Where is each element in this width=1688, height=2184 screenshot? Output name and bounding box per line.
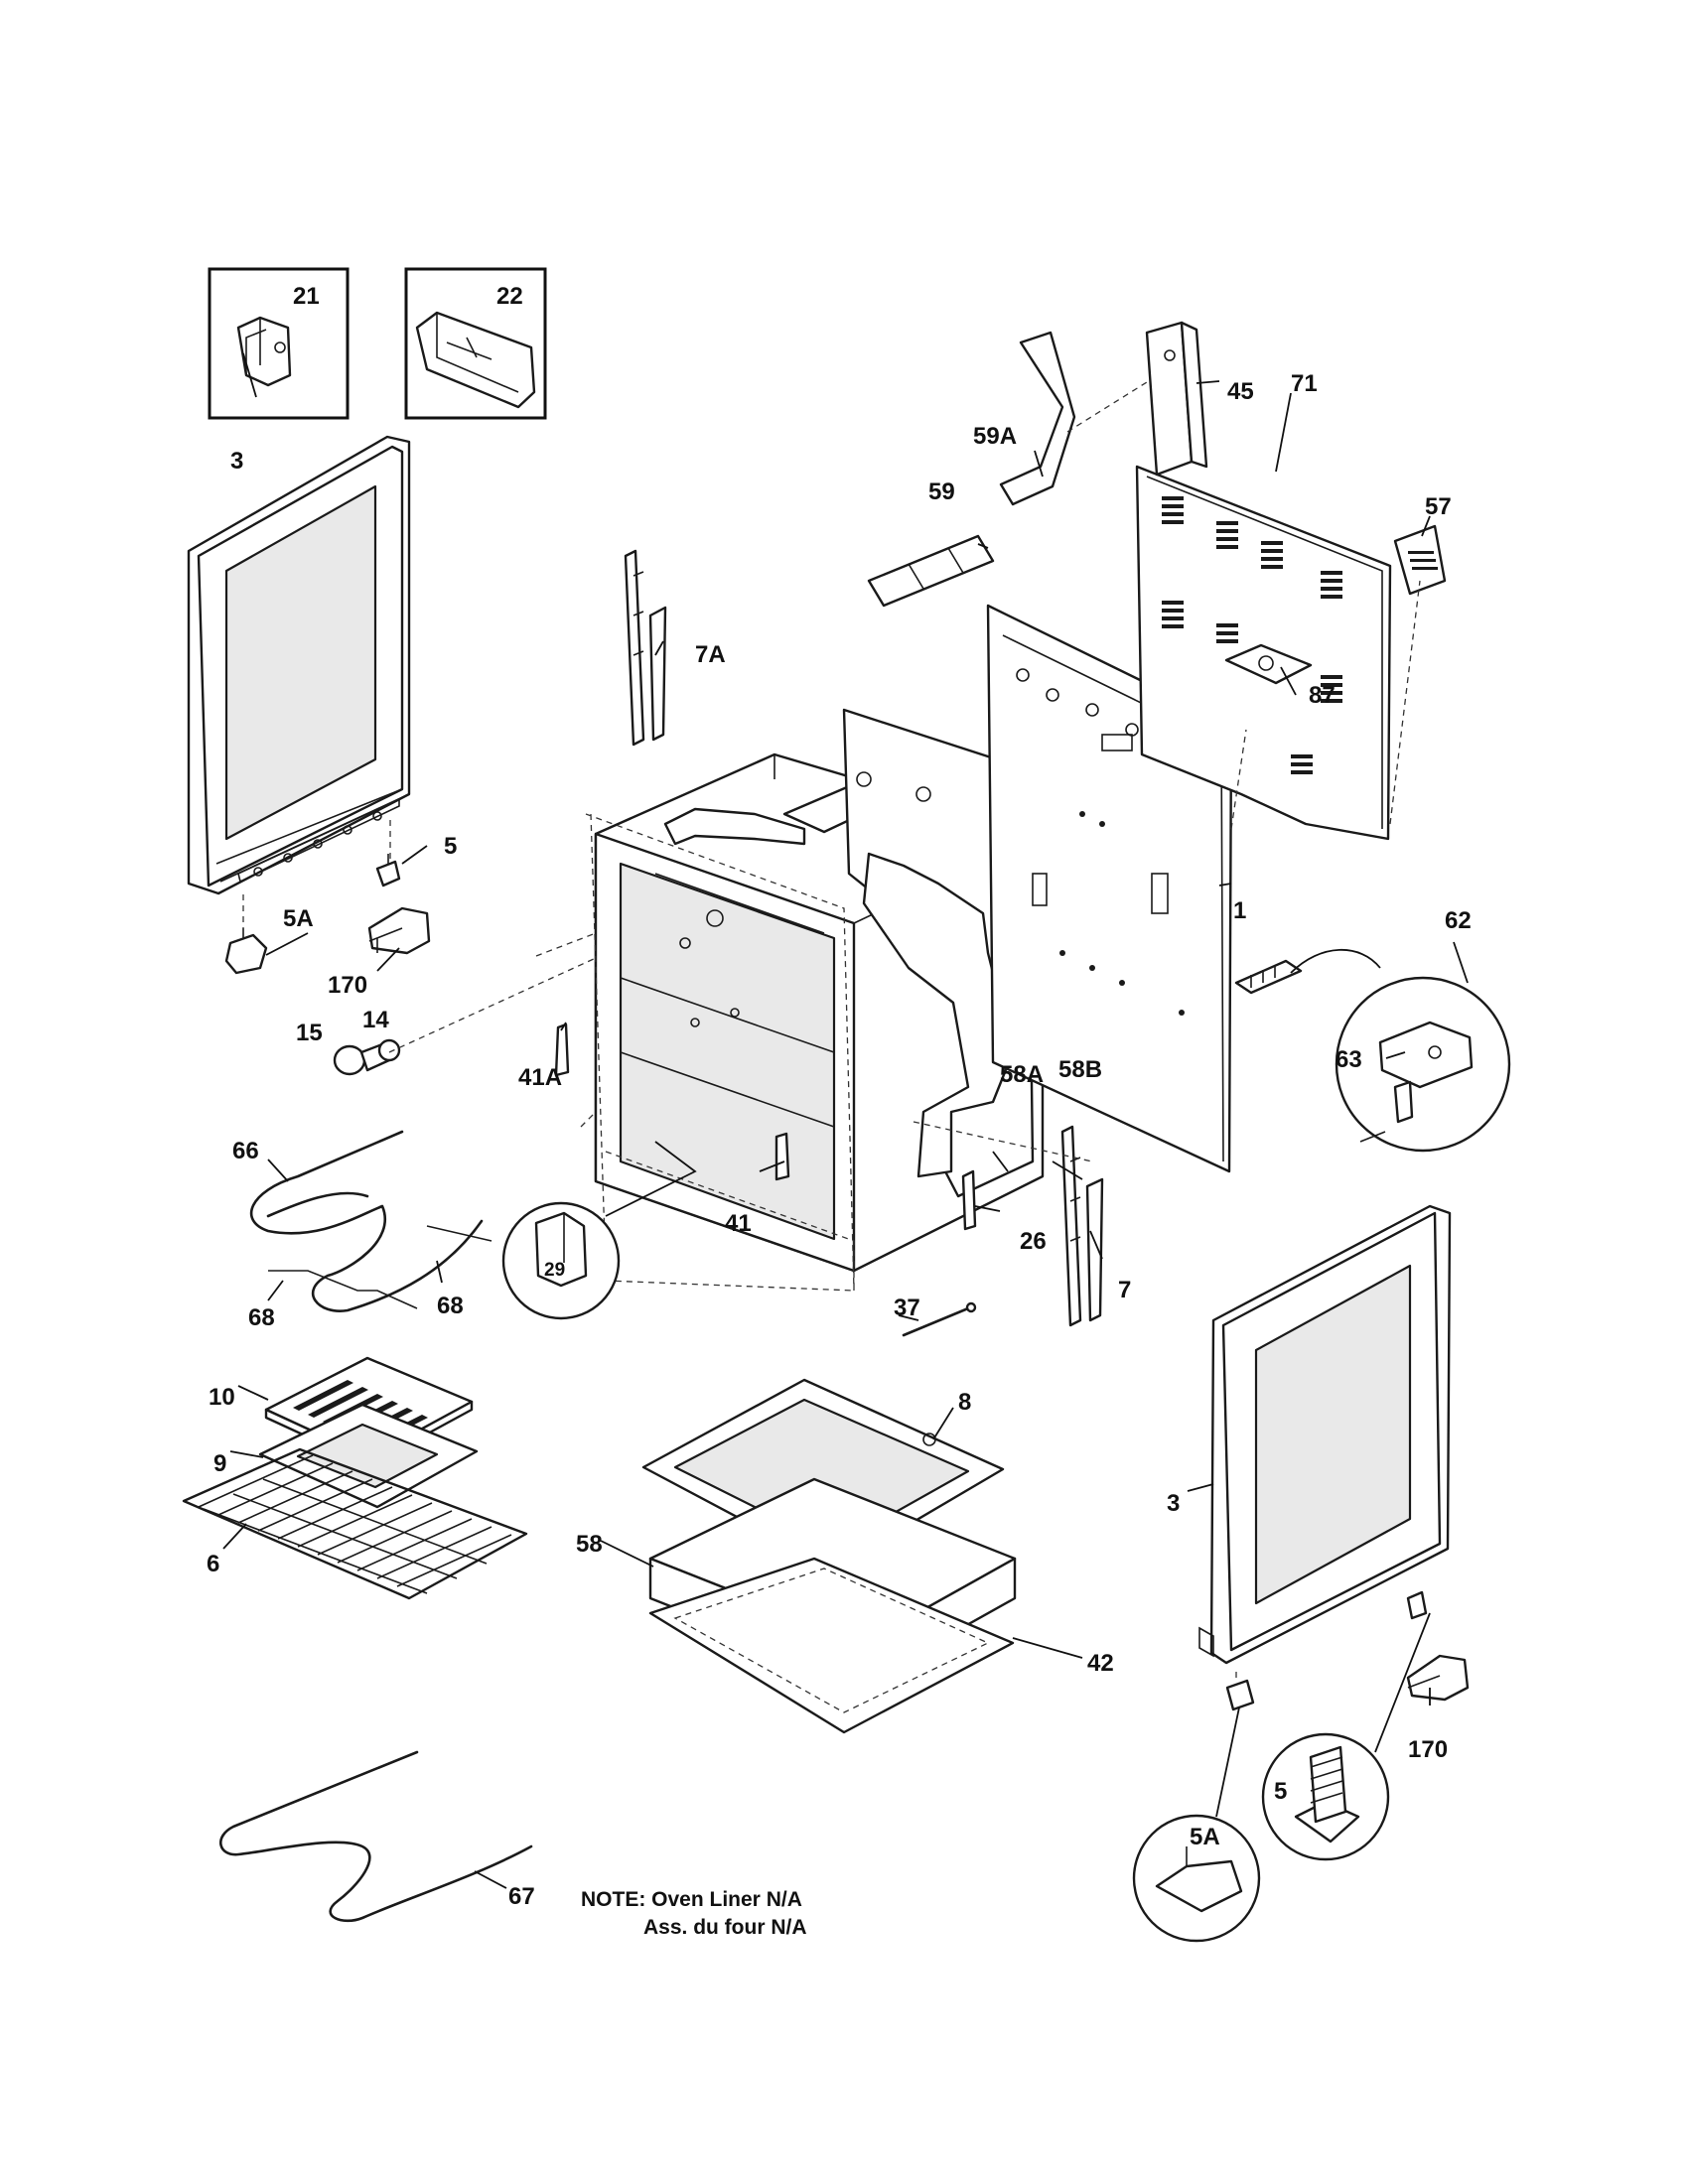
callout-37: 37	[894, 1295, 920, 1321]
callout-3-left: 3	[230, 448, 243, 475]
inset-box-22	[404, 267, 547, 420]
callout-14: 14	[362, 1007, 389, 1033]
lamp-15-14	[333, 1038, 401, 1076]
note-block: NOTE: Oven Liner N/A Ass. du four N/A	[581, 1888, 807, 1939]
callout-57: 57	[1425, 493, 1452, 520]
terminal-block-62	[1234, 948, 1511, 1153]
connector-29	[501, 1141, 697, 1320]
callout-58: 58	[576, 1531, 603, 1558]
access-plate-57	[1393, 524, 1447, 596]
callout-68-right: 68	[437, 1293, 464, 1319]
broiler-pan-9	[258, 1403, 479, 1509]
callout-22: 22	[496, 283, 523, 310]
drawer-bottom-42	[648, 1557, 1015, 1734]
callout-42: 42	[1087, 1650, 1114, 1677]
oven-rack-6	[182, 1447, 528, 1600]
callout-59A: 59A	[973, 423, 1017, 450]
inset-box-21	[208, 267, 350, 420]
callout-21: 21	[293, 283, 320, 310]
callout-10: 10	[209, 1384, 235, 1411]
sensor-37	[902, 1301, 977, 1337]
callout-15: 15	[296, 1020, 323, 1046]
callout-1: 1	[1233, 897, 1246, 924]
callout-29: 29	[544, 1260, 565, 1281]
callout-5A-right: 5A	[1190, 1824, 1220, 1850]
callout-labels: 21 22 3 45 59A 59 71 57 7A 87 5 5A 170 1…	[207, 283, 1472, 1910]
callout-7A: 7A	[695, 641, 726, 668]
callout-9: 9	[213, 1450, 226, 1477]
callout-5-left: 5	[444, 833, 457, 860]
oven-door-right	[1198, 1204, 1452, 1665]
rack-support-7	[1060, 1125, 1104, 1327]
broil-element-66	[249, 1130, 484, 1312]
callout-58A: 58A	[1000, 1061, 1044, 1088]
callout-6: 6	[207, 1551, 219, 1577]
leveling-leg-inset-5	[1261, 1732, 1390, 1861]
callout-63: 63	[1336, 1046, 1362, 1073]
hinge-receiver-170-left	[367, 906, 431, 955]
vent-59A	[999, 331, 1076, 506]
callout-5A-left: 5A	[283, 905, 314, 932]
vent-duct-45	[1145, 321, 1208, 477]
callout-170-left: 170	[328, 972, 367, 999]
callout-7: 7	[1118, 1277, 1131, 1303]
callout-26: 26	[1020, 1228, 1047, 1255]
rack-support-7A	[624, 549, 667, 747]
callout-59: 59	[928, 478, 955, 505]
callout-67: 67	[508, 1883, 535, 1910]
callout-45: 45	[1227, 378, 1254, 405]
vent-59	[867, 534, 995, 608]
callout-8: 8	[958, 1389, 971, 1416]
leg-bracket-inset-5A	[1132, 1814, 1261, 1943]
callout-170-right: 170	[1408, 1736, 1448, 1763]
callout-58B: 58B	[1058, 1056, 1102, 1083]
leader-lines	[222, 352, 1469, 1889]
callout-62: 62	[1445, 907, 1472, 934]
leveling-leg-5	[375, 854, 401, 887]
assembly-guide-lines	[242, 381, 1421, 1678]
callout-41: 41	[725, 1210, 752, 1237]
small-leg-pieces-right	[1225, 1590, 1428, 1711]
oven-door-left	[187, 435, 411, 895]
callout-71: 71	[1291, 370, 1318, 397]
note-line-1: NOTE: Oven Liner N/A	[581, 1888, 802, 1911]
callout-68-left: 68	[248, 1304, 275, 1331]
rear-cover-71	[1135, 465, 1392, 841]
hinge-receiver-170-right	[1406, 1654, 1470, 1702]
bracket-41	[774, 1132, 790, 1181]
bracket-26	[961, 1169, 977, 1231]
callout-66: 66	[232, 1138, 259, 1164]
callout-87: 87	[1309, 682, 1336, 709]
callout-3-right: 3	[1167, 1490, 1180, 1517]
callout-5-right: 5	[1274, 1778, 1287, 1805]
insulation-58A-58B	[663, 708, 1035, 1198]
note-line-2: Ass. du four N/A	[643, 1916, 807, 1939]
heat-shield-68	[268, 1225, 492, 1309]
bake-element-67	[219, 1750, 533, 1923]
leg-bracket-5A-left	[224, 928, 268, 975]
callout-41A: 41A	[518, 1064, 562, 1091]
